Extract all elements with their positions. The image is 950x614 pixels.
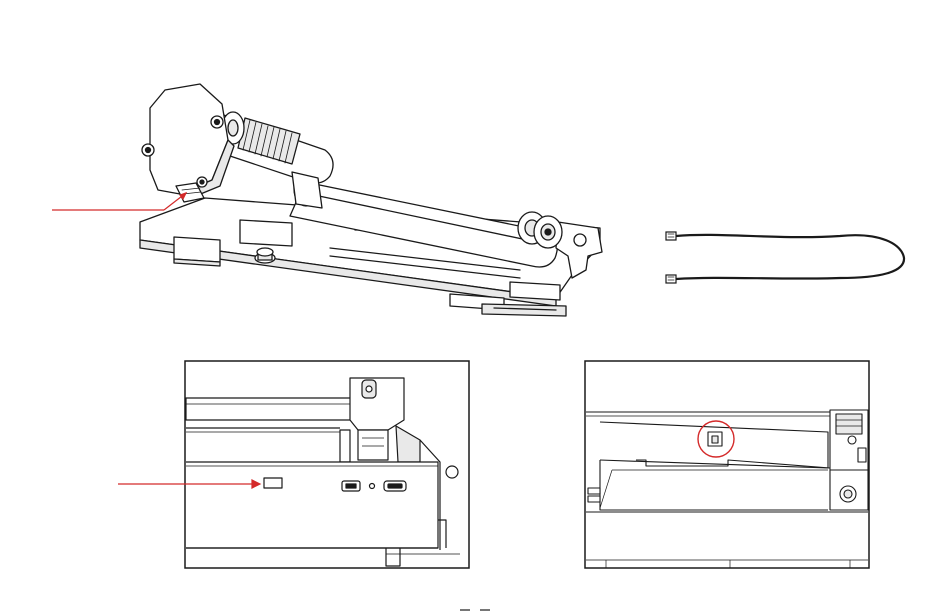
usb-port-icon (264, 478, 282, 488)
cable-connector-top (666, 232, 676, 240)
detail-panel-left (185, 361, 469, 568)
cable-connector-icon (666, 232, 676, 240)
motor-housing (142, 84, 234, 202)
rotary-roller-illustration (140, 84, 602, 316)
callout-arrow-main (52, 193, 186, 210)
cable-connector-bottom (666, 275, 676, 283)
detail-panel-right (585, 361, 869, 568)
connection-cable-illustration (666, 232, 904, 283)
roller-bracket (292, 172, 322, 208)
adjust-knob (255, 248, 275, 263)
